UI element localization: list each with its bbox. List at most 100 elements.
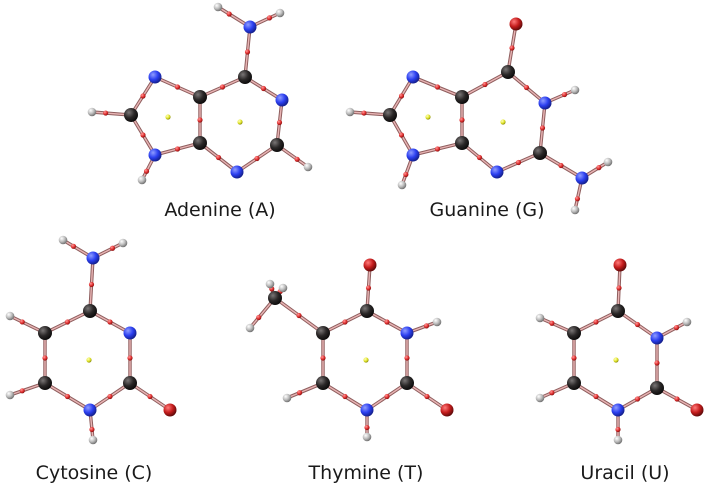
nitrogen-atom: [490, 165, 504, 179]
nitrogen-atom: [650, 331, 664, 345]
oxygen-atom: [509, 17, 523, 31]
bond-critical-point: [342, 393, 348, 400]
carbon-atom: [238, 70, 252, 84]
nitrogen-atom: [243, 20, 257, 34]
bond-critical-point: [226, 11, 232, 17]
nitrogen-atom: [275, 93, 289, 107]
bond-critical-point: [558, 162, 564, 169]
uracil-molecule: [535, 258, 704, 445]
hydrogen-atom: [570, 205, 580, 215]
bond-critical-point: [615, 426, 621, 433]
bond-critical-point: [219, 84, 226, 90]
carbon-atom: [124, 108, 138, 122]
uracil-label: Uracil (U): [580, 462, 670, 484]
bond-critical-point: [140, 93, 146, 99]
bond-critical-point: [276, 119, 283, 126]
hydrogen-atom: [87, 107, 97, 117]
carbon-atom: [611, 304, 625, 318]
carbon-atom: [316, 326, 330, 340]
hydrogen-atom: [362, 432, 372, 442]
bond-critical-point: [19, 388, 25, 394]
bond-critical-point: [616, 285, 622, 291]
bond-critical-point: [109, 245, 116, 251]
bond-critical-point: [423, 323, 430, 329]
bond-critical-point: [539, 125, 546, 131]
bond-critical-point: [384, 393, 390, 400]
hydrogen-atom: [570, 85, 580, 95]
bond-critical-point: [571, 355, 577, 361]
bond-critical-point: [364, 424, 370, 431]
oxygen-atom: [440, 403, 454, 417]
bond-critical-point: [482, 81, 488, 88]
carbon-atom: [455, 136, 469, 150]
bond-critical-point: [147, 393, 153, 400]
bond-critical-point: [434, 146, 441, 152]
bond-critical-point: [404, 355, 410, 361]
ring-critical-point: [363, 357, 369, 363]
carbon-atom: [38, 326, 52, 340]
bond-critical-point: [476, 154, 483, 161]
hydrogen-atom: [432, 317, 442, 327]
bond-critical-point: [634, 321, 641, 328]
bond-critical-point: [434, 84, 441, 90]
carbon-atom: [383, 108, 397, 122]
hydrogen-atom: [5, 390, 15, 400]
bond-critical-point: [42, 355, 48, 361]
bond-critical-point: [174, 84, 181, 90]
carbon-atom: [123, 376, 137, 390]
hydrogen-atom: [137, 175, 147, 185]
nitrogen-atom: [148, 70, 162, 84]
hydrogen-atom: [397, 180, 407, 190]
carbon-atom: [567, 376, 581, 390]
bond-critical-point: [673, 325, 680, 331]
nitrogen-atom: [406, 70, 420, 84]
bond-critical-point: [593, 393, 599, 400]
nitrogen-atom: [538, 96, 552, 110]
hydrogen-atom: [535, 393, 545, 403]
nitrogen-atom: [406, 148, 420, 162]
nitrogen-atom: [400, 326, 414, 340]
carbon-atom: [270, 138, 284, 152]
nitrogen-atom: [611, 403, 625, 417]
carbon-atom: [533, 146, 547, 160]
bond-critical-point: [88, 281, 95, 288]
thymine-molecule: [245, 258, 454, 442]
guanine-molecule: [345, 17, 613, 215]
bond-critical-point: [515, 159, 522, 166]
bond-critical-point: [509, 45, 515, 51]
nitrogen-atom: [575, 171, 589, 185]
bond-critical-point: [140, 132, 146, 138]
carbon-atom: [360, 304, 374, 318]
bond-critical-point: [365, 285, 372, 291]
hydrogen-atom: [275, 8, 285, 18]
carbon-atom: [400, 376, 414, 390]
carbon-atom: [501, 65, 515, 79]
bond-critical-point: [459, 117, 465, 123]
bond-critical-point: [403, 171, 409, 178]
bond-critical-point: [70, 243, 77, 249]
bond-critical-point: [549, 390, 555, 396]
bond-critical-point: [107, 393, 113, 400]
thymine-label: Thymine (T): [308, 462, 424, 484]
bond-critical-point: [296, 312, 302, 319]
nitrogen-atom: [83, 403, 97, 417]
ring-critical-point: [237, 119, 243, 125]
hydrogen-atom: [245, 323, 255, 333]
bond-critical-point: [174, 146, 181, 152]
hydrogen-atom: [345, 107, 355, 117]
bond-critical-point: [384, 319, 390, 325]
carbon-atom: [567, 326, 581, 340]
nitrogen-atom: [86, 251, 100, 265]
bond-critical-point: [398, 93, 405, 99]
nitrogen-atom: [230, 165, 244, 179]
bond-critical-point: [254, 155, 260, 162]
carbon-atom: [193, 136, 207, 150]
bond-critical-point: [127, 355, 133, 361]
hydrogen-atom: [603, 157, 613, 167]
carbon-atom: [455, 90, 469, 104]
bond-critical-point: [143, 168, 150, 174]
carbon-atom: [83, 304, 97, 318]
bond-critical-point: [107, 319, 113, 325]
bond-critical-point: [260, 85, 267, 92]
